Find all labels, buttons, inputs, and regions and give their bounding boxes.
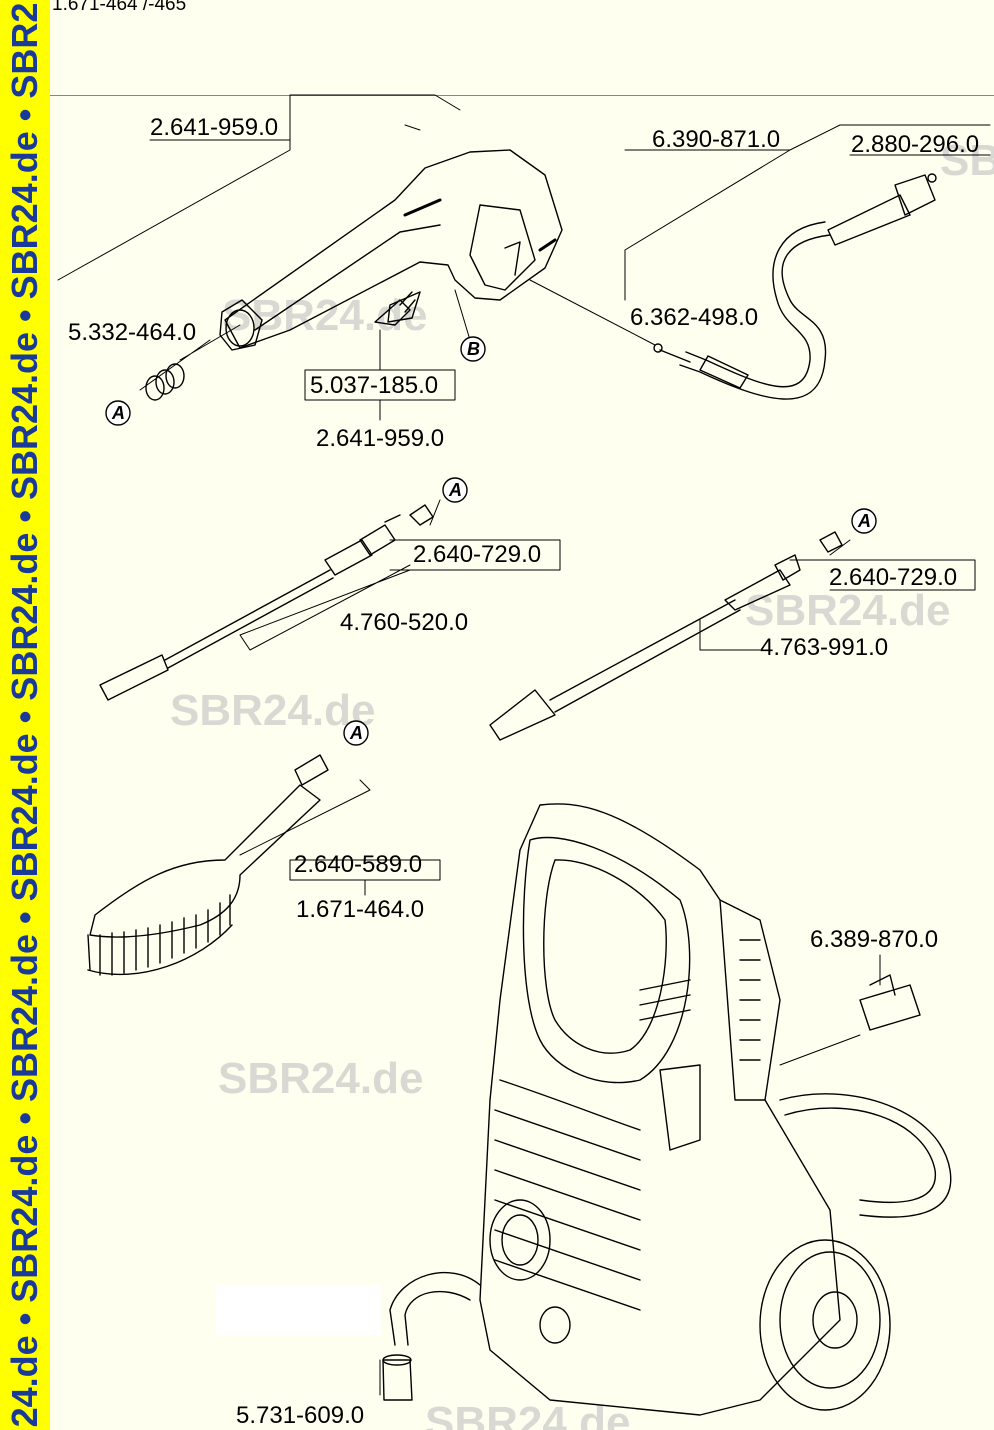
part-label-brush-adapter: 2.640-589.0	[294, 851, 422, 878]
part-label-garden-connector: 6.389-870.0	[810, 926, 938, 953]
part-labels: 2.641-959.0 6.390-871.0 2.880-296.0 5.33…	[68, 114, 979, 1429]
spray-gun-drawing	[219, 149, 563, 351]
lance-1-drawing	[99, 504, 434, 701]
leader-lines	[57, 94, 991, 1396]
header-divider	[50, 95, 994, 96]
part-label-clip: 5.037-185.0	[310, 372, 438, 399]
badge-a: A	[343, 720, 369, 746]
blank-patch	[216, 1285, 381, 1335]
badge-a: A	[105, 400, 131, 426]
svg-text:B: B	[467, 339, 480, 359]
badge-a: A	[442, 477, 468, 503]
watermark: SBR24.de	[745, 586, 950, 635]
part-label-nozzle-adapter-2: 2.640-729.0	[829, 564, 957, 591]
part-label-filter: 5.731-609.0	[236, 1402, 364, 1429]
part-label-nozzle-adapter-1: 2.640-729.0	[413, 541, 541, 568]
part-label-gun-top: 2.641-959.0	[150, 114, 278, 141]
watermark: SBR24.de	[425, 1398, 630, 1430]
lance-2-drawing	[489, 531, 843, 741]
badge-b: B	[460, 336, 486, 362]
part-label-gun-bottom: 2.641-959.0	[316, 425, 444, 452]
svg-text:A: A	[448, 480, 462, 500]
document-code: 1.671-464 /-465	[52, 0, 187, 15]
hose-drawing	[653, 173, 937, 400]
svg-text:A: A	[857, 511, 871, 531]
sidebar-watermark-strip: 24.de • SBR24.de • SBR24.de • SBR24.de •…	[0, 0, 50, 1430]
callout-badges: A B A A A	[105, 336, 877, 746]
part-label-brush: 1.671-464.0	[296, 896, 424, 923]
part-label-lance-2: 4.763-991.0	[760, 634, 888, 661]
o-ring-set-drawing	[145, 363, 185, 401]
watermark: SBR24.de	[940, 136, 994, 185]
pressure-washer-drawing	[382, 803, 952, 1416]
watermark: SBR24.de	[222, 291, 427, 340]
clip-drawing	[374, 299, 411, 326]
watermark-group: SBR24.de SBR24.de SBR24.de SBR24.de SBR2…	[170, 136, 994, 1430]
badge-a: A	[851, 508, 877, 534]
watermark: SBR24.de	[170, 686, 375, 735]
part-label-hose-nut: 2.880-296.0	[851, 131, 979, 158]
part-label-hose: 6.390-871.0	[652, 126, 780, 153]
svg-text:A: A	[349, 723, 363, 743]
watermark: SBR24.de	[218, 1054, 423, 1103]
svg-text:A: A	[111, 403, 125, 423]
part-label-oring-set: 5.332-464.0	[68, 319, 196, 346]
brush-drawing	[87, 754, 329, 976]
part-label-lance-1: 4.760-520.0	[340, 609, 468, 636]
part-label-hose-end: 6.362-498.0	[630, 304, 758, 331]
